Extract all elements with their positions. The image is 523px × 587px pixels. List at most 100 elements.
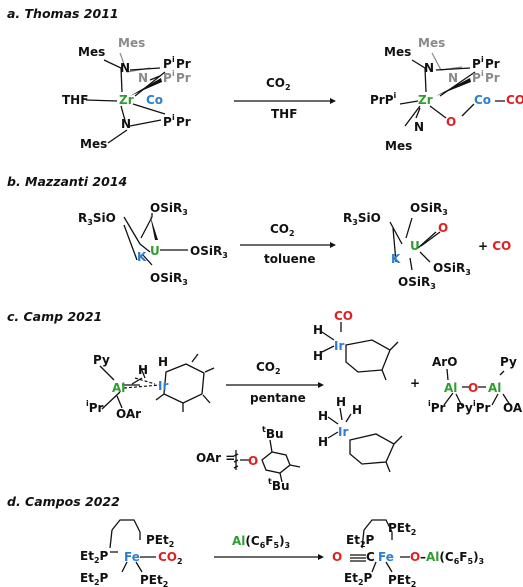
et2p-bottom-d: Et2P — [80, 571, 109, 587]
py-c: Py — [93, 353, 110, 367]
oxo-p: O — [438, 221, 448, 235]
solvent-a: THF — [271, 107, 297, 121]
al-c6f5-dp: –Al(C6F5)3 — [420, 550, 484, 566]
thf-label: THF — [62, 93, 88, 107]
plus-co-b: + CO — [478, 239, 511, 253]
pr-label: Pr — [176, 57, 191, 71]
r3sio-b: R3SiO — [78, 211, 116, 227]
reagent-b: CO2 — [270, 222, 295, 238]
o-bridge-p: O — [446, 115, 456, 129]
pr-label-p: Pr — [485, 57, 500, 71]
k-atom-p: K — [391, 252, 401, 266]
zr-atom-p: Zr — [418, 93, 433, 107]
osir3-bottom-p: OSiR3 — [398, 275, 436, 291]
ipr-c: iPr — [86, 399, 104, 415]
ipr-sup-p: i — [481, 55, 484, 64]
py-c2: Py — [500, 355, 517, 369]
osir3-top-p: OSiR3 — [410, 201, 448, 217]
oar-c: OAr — [116, 407, 141, 421]
osir3-bottom-b: OSiR3 — [150, 271, 188, 287]
pet2-bottom-dp: PEt2 — [388, 573, 416, 587]
h2-c: H — [158, 355, 168, 369]
al-atom-c: Al — [112, 381, 125, 395]
co-ligand-c1: CO — [334, 309, 353, 323]
p-label-lower: P — [163, 115, 172, 129]
mes-label-grey: Mes — [118, 36, 145, 50]
tbu-bottom: tBu — [268, 477, 290, 493]
p-label-p: P — [472, 57, 481, 71]
py-c3: Py — [456, 401, 473, 415]
pr-label-lower: Pr — [176, 115, 191, 129]
c-carbonyl-dp: C — [366, 550, 375, 564]
solvent-b: toluene — [264, 252, 315, 266]
o-bridge-c: O — [468, 381, 478, 395]
al-atom-c2: Al — [488, 381, 501, 395]
n-label-p: N — [424, 61, 434, 75]
panel-c: Py Al H H Ir iPr OAr CO2 pentane CO H H … — [86, 309, 523, 493]
h4-c: H — [313, 349, 323, 363]
mes-label-p: Mes — [384, 45, 411, 59]
heading-b: b. Mazzanti 2014 — [7, 174, 128, 189]
pet2-top-dp: PEt2 — [388, 521, 416, 537]
pr-label-grey: Pr — [176, 71, 191, 85]
h5-c: H — [318, 409, 328, 423]
ipr-sup: i — [172, 55, 175, 64]
tbu-top: tBu — [262, 425, 284, 441]
pet2-bottom-d: PEt2 — [140, 573, 168, 587]
mes-label-grey-p: Mes — [418, 36, 445, 50]
k-atom-b: K — [137, 250, 147, 264]
heading-a: a. Thomas 2011 — [7, 6, 119, 21]
u-atom-p: U — [410, 239, 420, 253]
ipr-c2: iPr — [428, 399, 446, 415]
ir-atom-c1: Ir — [334, 339, 344, 353]
r3sio-p: R3SiO — [343, 211, 381, 227]
ir-atom-c2: Ir — [338, 425, 348, 439]
heading-d: d. Campos 2022 — [7, 494, 120, 509]
pet2-top-d: PEt2 — [146, 533, 174, 549]
ipr-sup-grey-p: i — [481, 69, 484, 78]
h6-c: H — [336, 395, 346, 409]
mes-label: Mes — [78, 45, 105, 59]
panel-b: R3SiO OSiR3 U K OSiR3 OSiR3 CO2 toluene … — [78, 201, 511, 291]
ipr-c3: iPr — [473, 399, 491, 415]
h8-c: H — [318, 435, 328, 449]
mes-label-lower-p: Mes — [385, 139, 412, 153]
u-atom-b: U — [150, 244, 160, 258]
fe-atom-d: Fe — [124, 550, 140, 564]
n-label-grey-p: N — [448, 71, 458, 85]
p-label-grey: P — [163, 71, 172, 85]
oar-c2: OAr — [503, 401, 523, 415]
co2-d: CO2 — [158, 550, 183, 566]
et2p-top-dp: Et2P — [346, 533, 375, 549]
osir3-top-b: OSiR3 — [150, 201, 188, 217]
o-carbonyl-dp: O — [332, 550, 342, 564]
reagent-d: Al(C6F5)3 — [232, 534, 290, 550]
et2p-left-d: Et2P — [80, 549, 109, 565]
n-label-lower-p: N — [414, 120, 424, 134]
pr-label-grey-p: Pr — [485, 71, 500, 85]
plus-c: + — [410, 376, 420, 390]
zr-atom: Zr — [119, 93, 134, 107]
heading-c: c. Camp 2021 — [7, 309, 103, 324]
aro-c: ArO — [432, 355, 457, 369]
co-atom: Co — [146, 93, 163, 107]
mes-label-lower: Mes — [80, 137, 107, 151]
prpi-label: PrPi — [370, 91, 397, 107]
osir3-right-b: OSiR3 — [190, 244, 228, 260]
o-link-dp: O — [410, 550, 420, 564]
o-aryl: O — [248, 454, 258, 468]
n-label: N — [120, 61, 130, 75]
n-label-grey: N — [138, 71, 148, 85]
panel-a: Mes Mes N N P i Pr P i Pr THF Zr Co N P … — [62, 36, 523, 153]
panel-d: PEt2 Et2P Fe CO2 Et2P PEt2 Al(C6F5)3 Et2… — [80, 519, 484, 587]
h7-c: H — [352, 403, 362, 417]
co-atom-p: Co — [474, 93, 491, 107]
et2p-bottom-dp: Et2P — [344, 571, 373, 587]
reagent-c: CO2 — [256, 360, 281, 376]
n-label-lower: N — [121, 117, 131, 131]
p-label: P — [163, 57, 172, 71]
co-ligand-p: CO — [506, 93, 523, 107]
ipr-sup-lower: i — [172, 113, 175, 122]
solvent-c: pentane — [250, 391, 306, 405]
